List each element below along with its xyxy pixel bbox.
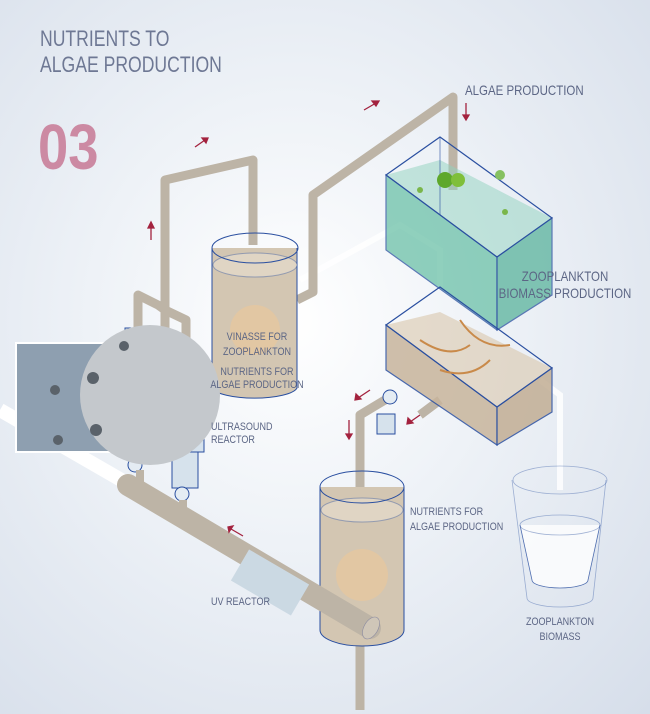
- title-line-2: ALGAE PRODUCTION: [40, 52, 222, 77]
- label-line: ZOOPLANKTON: [222, 346, 292, 358]
- label-line: BIOMASS PRODUCTION: [498, 285, 632, 301]
- zooplankton-tank: [384, 286, 554, 447]
- label-algae-production: ALGAE PRODUCTION: [465, 82, 584, 98]
- arrow-icon: [461, 103, 471, 122]
- uv-reactor: [230, 549, 310, 616]
- label-line: VINASSE FOR: [226, 331, 288, 343]
- arrow-icon: [227, 525, 244, 537]
- label-zooplankton-biomass-production: ZOOPLANKTON BIOMASS PRODUCTION: [487, 268, 643, 302]
- label-line: ALGAE PRODUCTION: [410, 521, 504, 533]
- arrow-icon: [363, 100, 381, 111]
- arrow-icon: [344, 420, 354, 441]
- label-line: ULTRASOUND: [211, 421, 273, 433]
- page-title: NUTRIENTS TO ALGAE PRODUCTION: [40, 26, 222, 78]
- label-uv-reactor: UV REACTOR: [211, 596, 270, 608]
- label-zooplankton-biomass: ZOOPLANKTON BIOMASS: [519, 615, 601, 645]
- label-line: ZOOPLANKTON: [521, 268, 609, 284]
- label-nutrients-lower: NUTRIENTS FOR ALGAE PRODUCTION: [410, 505, 503, 535]
- vinasse-tank: [211, 232, 299, 399]
- label-line: ZOOPLANKTON: [525, 616, 595, 628]
- label-line: NUTRIENTS FOR: [220, 366, 294, 378]
- ultrasound-photo-inset: [15, 325, 220, 465]
- label-vinasse: VINASSE FOR ZOOPLANKTON: [216, 330, 298, 360]
- label-ultrasound-reactor: ULTRASOUND REACTOR: [211, 421, 272, 447]
- arrow-icon: [194, 137, 209, 148]
- label-nutrients-upper: NUTRIENTS FOR ALGAE PRODUCTION: [208, 366, 306, 392]
- arrow-icon: [146, 220, 156, 240]
- label-line: BIOMASS: [539, 631, 581, 643]
- title-line-1: NUTRIENTS TO: [40, 26, 170, 51]
- arrow-icon: [354, 389, 371, 401]
- label-line: NUTRIENTS FOR: [410, 506, 484, 518]
- flow-arrows: [146, 100, 471, 537]
- algae-tank: [384, 136, 554, 332]
- zooplankton-biomass-glass: [511, 465, 608, 608]
- arrow-icon: [406, 414, 421, 425]
- label-line: REACTOR: [211, 434, 255, 446]
- step-number: 03: [38, 111, 99, 183]
- label-line: ALGAE PRODUCTION: [210, 379, 304, 391]
